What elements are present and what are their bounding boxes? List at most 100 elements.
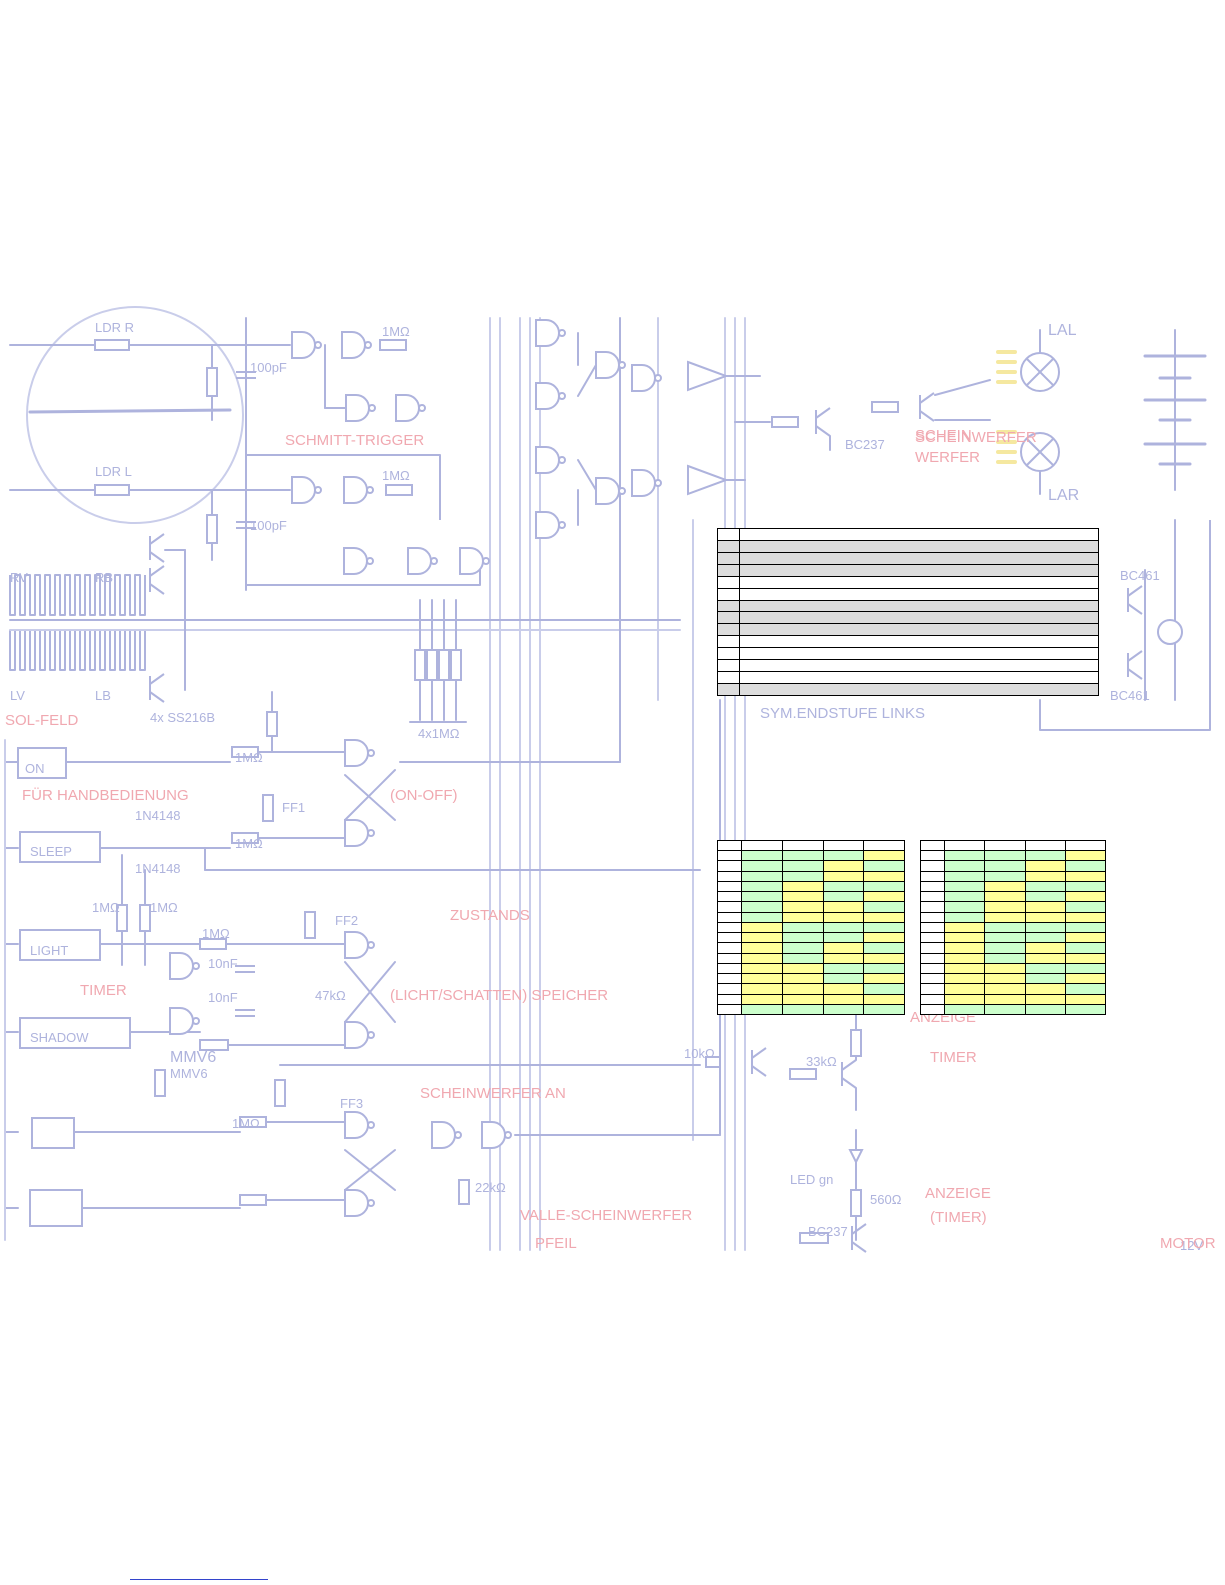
signal-table-cell [717,575,740,589]
nand-bubble [558,456,566,464]
blue-label: FF2 [335,913,358,928]
truth-table-cell [919,839,946,852]
blue-label: RV [10,570,28,585]
transistor [1127,585,1143,597]
truth-table-cell [1064,839,1106,852]
truth-table-cell [781,850,824,862]
truth-table-row [716,983,905,995]
truth-table-cell [919,891,946,903]
blue-label: FF3 [340,1096,363,1111]
truth-table-row [716,870,905,882]
wire [577,459,597,491]
truth-table-cell [822,983,865,995]
blue-label: 100pF [250,518,287,533]
truth-table-cell [1024,983,1066,995]
transistor [149,691,165,703]
signal-table-row [717,551,1099,565]
truth-table-row [716,850,905,862]
nand-bubble [366,557,374,565]
nand-gate [169,952,194,980]
signal-table-row [717,575,1099,589]
truth-table-cell [781,911,824,923]
truth-table-left [716,839,905,1015]
nand-gate [459,547,484,575]
truth-table-cell [741,942,783,954]
truth-table-cell [1064,891,1106,903]
blue-label: 1MΩ [232,1116,260,1131]
transistor [815,425,831,437]
truth-table-row [919,880,1106,893]
lamp [1026,438,1054,466]
transistor [149,565,165,577]
truth-table-cell [919,942,946,954]
truth-table-cell [741,983,783,995]
resistor [789,1068,817,1080]
truth-table-cell [984,962,1026,975]
transistor [149,583,165,595]
truth-table-cell [984,860,1026,872]
blue-label: 1MΩ [382,468,410,483]
signal-table-cell [739,671,1099,684]
nand-bubble [558,392,566,400]
red-label: ZUSTANDS [450,907,530,924]
wire [344,1149,396,1191]
signal-table-cell [739,611,1099,625]
nand-bubble [368,404,376,412]
truth-table-row [919,952,1106,964]
truth-table-cell [822,880,865,893]
truth-table-cell [781,870,824,882]
nand-bubble [430,557,438,565]
signal-table-row [717,647,1099,661]
blue-label: 1MΩ [382,324,410,339]
truth-table-cell [822,860,865,872]
resistor [426,649,438,681]
truth-table-cell [919,962,946,975]
truth-table-cell [716,850,743,862]
blue-label: 1N4148 [135,861,181,876]
nand-gate [344,739,369,767]
wire [9,574,146,616]
schematic-components [17,319,1183,1253]
truth-table-cell [822,932,865,944]
truth-table-cell [822,891,865,903]
footer-link-underline [130,1579,268,1580]
truth-table-cell [1024,942,1066,954]
truth-table-row [919,993,1106,1005]
nand-bubble [654,479,662,487]
truth-table-cell [919,880,946,893]
signal-table-cell [717,659,740,673]
truth-table-cell [1064,932,1106,944]
truth-table-cell [716,839,743,852]
nand-gate [535,319,560,347]
truth-table-cell [822,870,865,882]
truth-table-cell [919,901,946,913]
resistor [771,416,799,428]
truth-table-cell [863,1003,905,1015]
nand-bubble [418,404,426,412]
truth-table-cell [781,962,824,975]
signal-table-row [717,623,1099,637]
truth-table-cell [1064,993,1106,1005]
truth-table-cell [1064,911,1106,923]
truth-table-cell [781,932,824,944]
schematic-wires [4,306,1211,1251]
nand-bubble [367,749,375,757]
truth-table-cell [741,932,783,944]
truth-table-cell [1024,850,1066,862]
nand-gate [169,1007,194,1035]
resistor [231,746,259,758]
truth-table-cell [944,880,986,893]
buffer-gate [687,360,729,392]
switch-box [19,1017,131,1049]
red-label: PFEIL [535,1235,577,1252]
signal-table-row [717,659,1099,673]
nand-bubble [558,521,566,529]
wire [344,774,396,821]
truth-table-row [919,911,1106,923]
sketch-circle [26,306,244,524]
resistor [239,1116,267,1128]
signal-table-cell [739,599,1099,613]
transistor [815,407,831,419]
truth-table-cell [716,921,743,934]
truth-table-row [716,921,905,934]
